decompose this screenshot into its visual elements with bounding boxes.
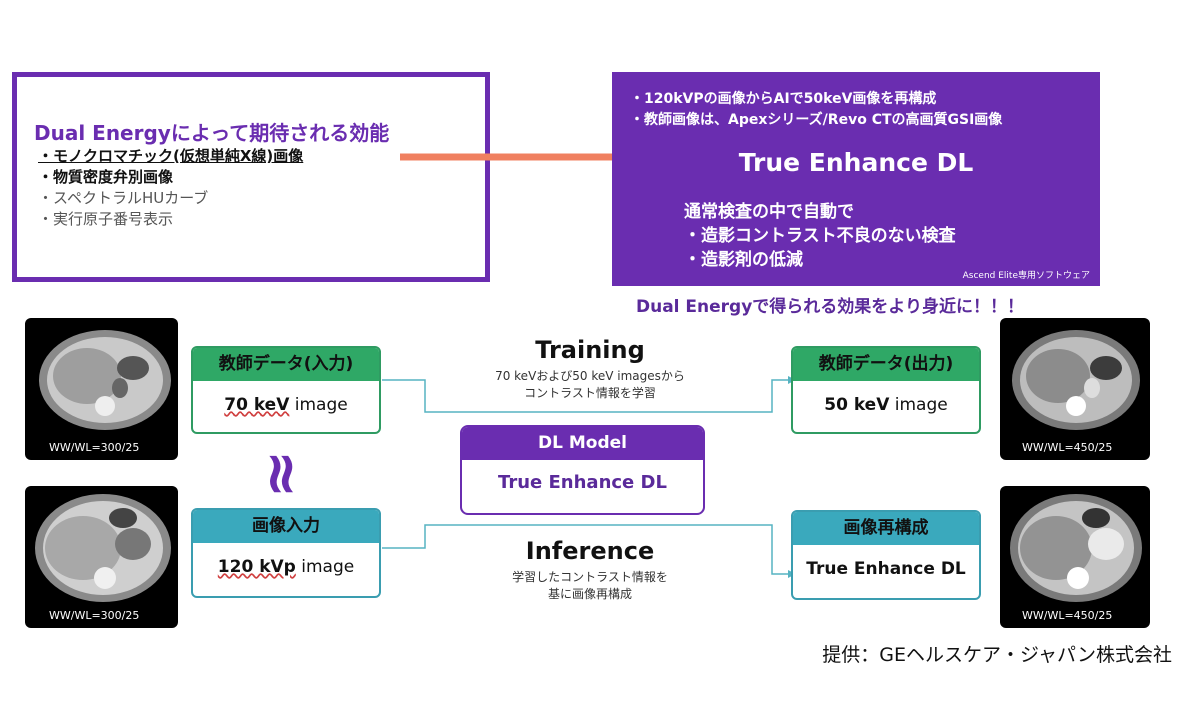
image-input-body: 120 kVp image xyxy=(217,557,355,577)
image-input-header: 画像入力 xyxy=(193,510,379,543)
image-input-box: 画像入力 120 kVp image xyxy=(191,508,381,598)
ww-label: WW/WL=450/25 xyxy=(1022,441,1113,454)
teacher-output-header: 教師データ(出力) xyxy=(793,348,979,381)
ct-image-50kev: WW/WL=450/25 xyxy=(1000,318,1150,460)
ct-image-120kvp: WW/WL=300/25 xyxy=(25,486,178,628)
true-enhance-box xyxy=(612,72,1100,286)
training-title: Training xyxy=(535,336,645,364)
benefits-box xyxy=(12,72,490,282)
benefit-item-atomic-number: ・実行原子番号表示 xyxy=(38,210,174,228)
benefit-item-material: ・物質密度弁別画像 xyxy=(38,168,174,186)
training-sub-2: コントラスト情報を学習 xyxy=(524,386,656,400)
ww-label: WW/WL=300/25 xyxy=(49,441,140,454)
inference-title: Inference xyxy=(525,537,655,565)
dl-model-body: True Enhance DL xyxy=(498,472,667,493)
tedl-line-2: ・教師画像は、Apexシリーズ/Revo CTの高画質GSI画像 xyxy=(630,112,1003,128)
ww-label: WW/WL=450/25 xyxy=(1022,609,1113,622)
ct-image-70kev: WW/WL=300/25 xyxy=(25,318,178,460)
benefits-title: Dual Energyによって期待される効能 xyxy=(34,121,390,145)
teacher-input-box: 教師データ(入力) 70 keV image xyxy=(191,346,381,434)
ww-label: WW/WL=300/25 xyxy=(49,609,140,622)
tedl-line-1: ・120kVPの画像からAIで50keV画像を再構成 xyxy=(630,91,937,107)
tedl-auto-heading: 通常検査の中で自動で xyxy=(684,202,854,222)
tagline: Dual Energyで得られる効果をより身近に！！！ xyxy=(636,297,1024,317)
image-recon-box: 画像再構成 True Enhance DL xyxy=(791,510,981,600)
ct-image-true-enhance: WW/WL=450/25 xyxy=(1000,486,1150,628)
benefit-item-mono: ・モノクロマチック(仮想単純X線)画像 xyxy=(38,147,304,165)
equivalence-icon: ≈ xyxy=(249,449,317,499)
software-note: Ascend Elite専用ソフトウェア xyxy=(962,271,1090,281)
benefit-item-hu-curve: ・スペクトラルHUカーブ xyxy=(38,189,209,207)
image-recon-body: True Enhance DL xyxy=(806,559,966,579)
dl-model-box: DL Model True Enhance DL xyxy=(460,425,705,515)
tedl-auto-item-1: ・造影コントラスト不良のない検査 xyxy=(684,226,956,246)
teacher-input-header: 教師データ(入力) xyxy=(193,348,379,381)
teacher-output-box: 教師データ(出力) 50 keV image xyxy=(791,346,981,434)
credit-text: 提供：GEヘルスケア・ジャパン株式会社 xyxy=(822,644,1172,666)
training-sub-1: 70 keVおよび50 keV imagesから xyxy=(495,369,685,383)
teacher-input-body: 70 keV image xyxy=(224,395,348,415)
image-recon-header: 画像再構成 xyxy=(793,512,979,545)
inference-sub-2: 基に画像再構成 xyxy=(547,587,632,601)
true-enhance-title: True Enhance DL xyxy=(738,148,974,177)
tedl-auto-item-2: ・造影剤の低減 xyxy=(684,250,803,270)
dl-model-header: DL Model xyxy=(462,427,703,460)
inference-sub-1: 学習したコントラスト情報を xyxy=(512,570,668,584)
teacher-output-body: 50 keV image xyxy=(824,395,948,415)
